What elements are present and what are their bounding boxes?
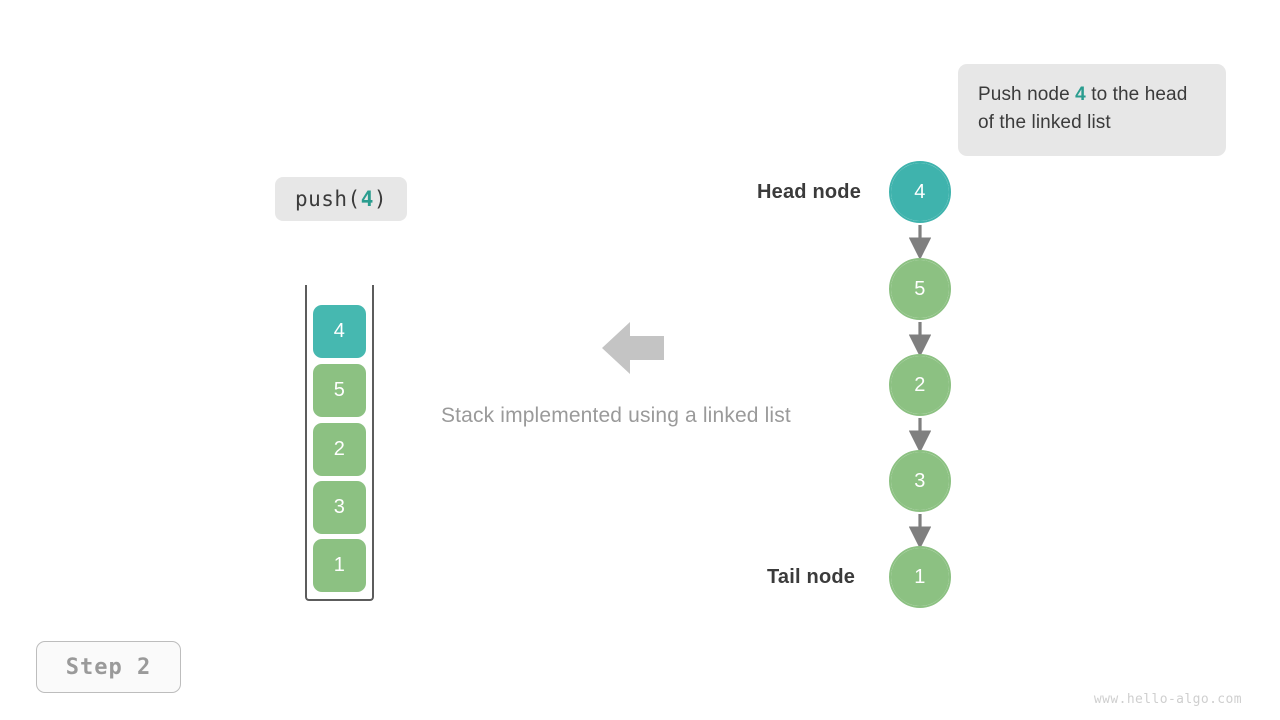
stack-cell-value: 2 bbox=[333, 438, 346, 460]
callout-text-prefix: Push node bbox=[978, 84, 1076, 105]
node-value: 5 bbox=[914, 277, 926, 300]
callout-text-suffix: to the head of the linked list bbox=[978, 84, 1188, 133]
operation-chip-suffix: ) bbox=[373, 187, 388, 211]
stack-cell-value: 1 bbox=[333, 554, 346, 576]
stack-container bbox=[305, 285, 374, 601]
stack-cell-value: 3 bbox=[333, 496, 346, 518]
linked-list-node: 1 bbox=[891, 548, 949, 606]
callout-annotation: Push node 4 to the head of the linked li… bbox=[958, 64, 1226, 156]
linked-list-node: 4 bbox=[891, 163, 949, 221]
left-arrow-icon bbox=[602, 322, 664, 374]
linked-list-node: 2 bbox=[891, 356, 949, 414]
operation-chip-push: push(4) bbox=[275, 177, 407, 221]
linked-list-node: 3 bbox=[891, 452, 949, 510]
node-value: 4 bbox=[914, 180, 926, 203]
stack-cell: 4 bbox=[313, 305, 366, 358]
head-node-label: Head node bbox=[757, 181, 862, 203]
node-value: 2 bbox=[914, 373, 926, 396]
operation-chip-prefix: push( bbox=[294, 187, 361, 211]
node-outer-ring bbox=[889, 258, 951, 320]
stack-cell: 1 bbox=[313, 539, 366, 592]
stack-cell: 2 bbox=[313, 423, 366, 476]
tail-node-label: Tail node bbox=[767, 566, 856, 588]
watermark: www.hello-algo.com bbox=[1093, 692, 1242, 707]
diagram-caption: Stack implemented using a linked list bbox=[441, 404, 791, 427]
callout-highlight-value: 4 bbox=[1075, 84, 1086, 105]
node-outer-ring bbox=[889, 354, 951, 416]
node-outer-ring bbox=[889, 546, 951, 608]
step-badge: Step 2 bbox=[36, 641, 181, 693]
operation-chip-value: 4 bbox=[360, 187, 374, 211]
stack-cell: 5 bbox=[313, 364, 366, 417]
node-outer-ring bbox=[889, 161, 951, 223]
stack-cell: 3 bbox=[313, 481, 366, 534]
stack-cell-value: 4 bbox=[333, 320, 346, 342]
node-outer-ring bbox=[889, 450, 951, 512]
linked-list-node: 5 bbox=[891, 260, 949, 318]
node-value: 1 bbox=[914, 565, 926, 588]
node-value: 3 bbox=[914, 469, 926, 492]
stack-cell-value: 5 bbox=[333, 379, 346, 401]
